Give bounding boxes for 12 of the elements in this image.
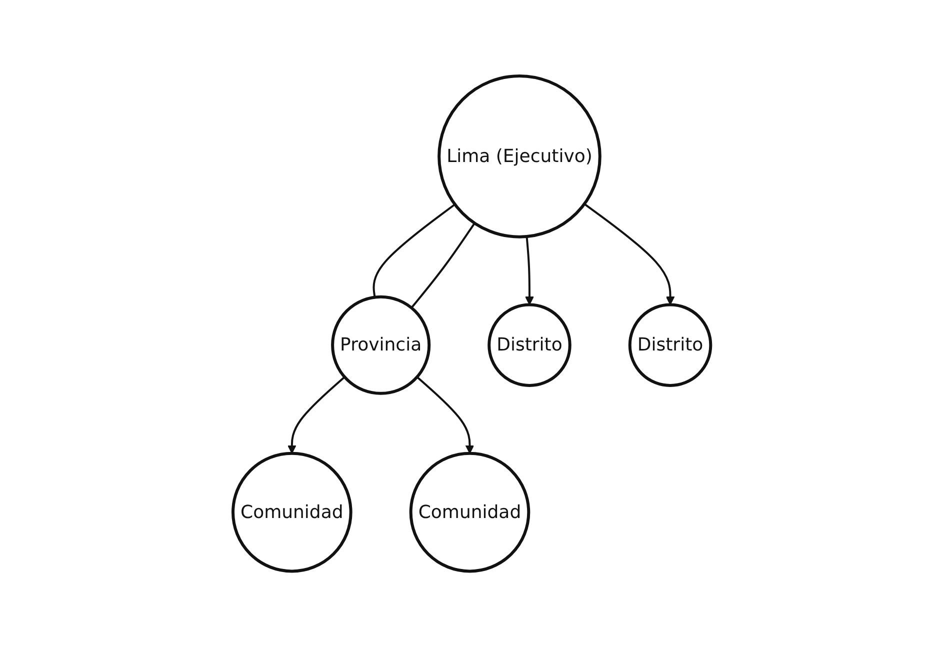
node-circle: Distrito: [628, 304, 712, 388]
arrow: [524, 236, 534, 306]
arrow: [416, 376, 474, 454]
node-circle: Comunidad: [409, 452, 530, 574]
connector: [372, 204, 456, 298]
node-circle: Provincia: [330, 296, 430, 396]
arrow: [287, 376, 345, 454]
node-circle: Distrito: [487, 304, 572, 388]
arrow: [583, 204, 674, 306]
node-circle: Lima (Ejecutivo): [437, 74, 602, 239]
connector: [410, 222, 476, 309]
node-circle: Comunidad: [231, 452, 352, 574]
